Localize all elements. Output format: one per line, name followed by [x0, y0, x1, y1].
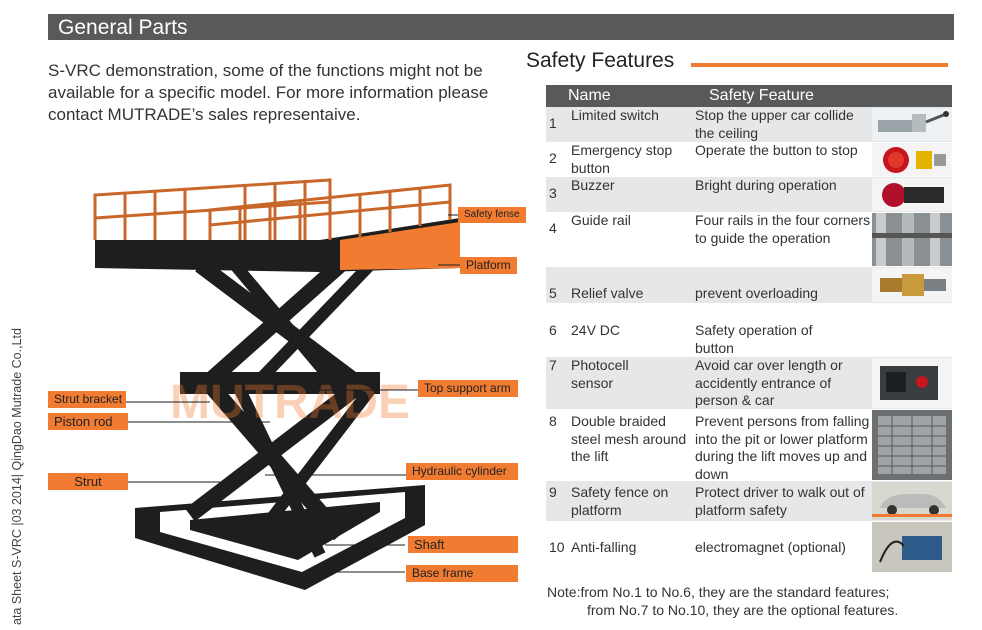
title-underline: [691, 63, 948, 67]
row-name: Emergency stop button: [571, 142, 673, 176]
row-name: Photocell sensor: [571, 357, 629, 391]
table-row: 4 Guide rail Four rails in the four corn…: [546, 212, 952, 267]
row-number: 1: [549, 115, 557, 131]
label-safety-fense: Safety fense: [458, 207, 526, 223]
table-row: 3 Buzzer Bright during operation: [546, 177, 952, 212]
row-feature: Safety operation of button: [695, 322, 813, 356]
table-row: 5 Relief valve prevent overloading: [546, 267, 952, 303]
table-row: 1 Limited switch Stop the upper car coll…: [546, 107, 952, 142]
row-feature: Four rails in the four corners to guide …: [695, 212, 871, 246]
label-platform: Platform: [460, 257, 517, 274]
safety-fence-photo: [872, 482, 952, 520]
table-header: Name Safety Feature: [546, 85, 952, 107]
row-name: Guide rail: [571, 212, 631, 228]
label-top-support-arm: Top support arm: [418, 380, 518, 397]
relief-valve-photo: [872, 268, 952, 302]
label-strut-bracket: Strut bracket: [48, 391, 126, 408]
table-row: 8 Double braided steel mesh around the l…: [546, 409, 952, 482]
row-feature: prevent overloading: [695, 285, 818, 301]
row-name: Relief valve: [571, 285, 644, 301]
table-row: 2 Emergency stop button Operate the butt…: [546, 142, 952, 177]
table-row: 7 Photocell sensor Avoid car over length…: [546, 357, 952, 409]
vertical-footer-text: ata Sheet S-VRC |03 2014| QingDao Mutrad…: [10, 328, 24, 625]
row-number: 5: [549, 285, 557, 301]
row-name: Safety fence on platform: [571, 484, 669, 518]
anti-falling-photo: [872, 522, 952, 572]
emergency-button-photo: [872, 143, 952, 176]
row-feature: Protect driver to walk out of platform s…: [695, 484, 865, 518]
steel-mesh-photo: [872, 410, 952, 480]
label-piston-rod: Piston rod: [48, 413, 128, 430]
row-name: Limited switch: [571, 107, 659, 123]
intro-paragraph: S-VRC demonstration, some of the functio…: [48, 61, 489, 124]
section-header: General Parts: [48, 14, 954, 40]
label-strut: Strut: [48, 473, 128, 490]
row-name: Double braided steel mesh around the lif…: [571, 413, 687, 464]
row-name: Buzzer: [571, 177, 615, 193]
buzzer-photo: [872, 178, 952, 211]
column-header-feature: Safety Feature: [709, 87, 814, 104]
limit-switch-photo: [872, 108, 952, 141]
row-number: 6: [549, 322, 557, 338]
table-row: 10 Anti-falling electromagnet (optional): [546, 521, 952, 573]
row-number: 7: [549, 357, 557, 373]
row-feature: Avoid car over length or accidently entr…: [695, 357, 843, 408]
label-hydraulic-cylinder: Hydraulic cylinder: [406, 463, 518, 480]
row-number: 2: [549, 150, 557, 166]
row-feature: electromagnet (optional): [695, 539, 846, 555]
photocell-photo: [872, 358, 952, 408]
row-feature: Prevent persons from falling into the pi…: [695, 413, 870, 482]
section-title: General Parts: [58, 16, 188, 39]
footnote: Note:from No.1 to No.6, they are the sta…: [547, 583, 898, 619]
label-base-frame: Base frame: [406, 565, 518, 582]
table-row: 6 24V DC Safety operation of button: [546, 303, 952, 357]
row-number: 3: [549, 185, 557, 201]
row-name: 24V DC: [571, 322, 621, 338]
column-header-name: Name: [568, 87, 611, 104]
row-name: Anti-falling: [571, 539, 637, 555]
safety-features-title: Safety Features: [526, 49, 675, 72]
note-line-2: from No.7 to No.10, they are the optiona…: [587, 602, 899, 618]
row-number: 4: [549, 220, 557, 236]
note-line-1: Note:from No.1 to No.6, they are the sta…: [547, 584, 890, 600]
row-feature: Bright during operation: [695, 177, 837, 193]
row-number: 8: [549, 413, 557, 429]
row-feature: Stop the upper car collide the ceiling: [695, 107, 854, 141]
guide-rail-photo: [872, 213, 952, 266]
row-number: 10: [549, 539, 565, 555]
lift-illustration: MUTRADE: [93, 178, 460, 590]
lift-diagram: MUTRADE Safety fense Platform Top suppor…: [40, 140, 530, 610]
row-feature: Operate the button to stop: [695, 142, 858, 158]
label-shaft: Shaft: [408, 536, 518, 553]
table-row: 9 Safety fence on platform Protect drive…: [546, 481, 952, 521]
row-number: 9: [549, 484, 557, 500]
